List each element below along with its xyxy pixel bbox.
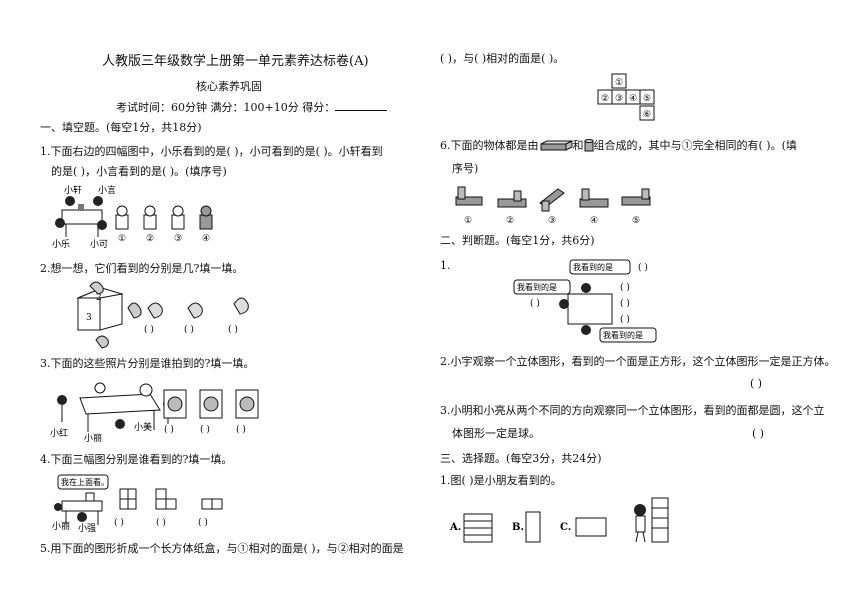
q1-figure: 小轩 小言 小可 小乐 ① ② ③ ④: [52, 184, 213, 250]
section1-heading: 一、填空题。(每空1分，共18分): [40, 121, 202, 134]
option-a-label: A.: [449, 522, 461, 533]
net-face-6: ⑥: [643, 110, 651, 120]
q4-blank-1: ( ): [114, 517, 124, 528]
q4-name-2: 小强: [78, 523, 96, 534]
choice-q1-figure: A. B. C.: [449, 497, 669, 543]
q2-blank-1: ( ): [144, 324, 154, 335]
q3-name-3: 小美: [134, 421, 152, 433]
q6-option-4: ④: [590, 216, 598, 226]
cube-face-front: 3: [86, 313, 92, 323]
q4-figure: 我在上面看。 小丽 小强 ( ) ( ) ( ): [52, 474, 223, 534]
q2-text: 2.想一想，它们看到的分别是几?填一填。: [40, 262, 244, 275]
cylinder-icon: [584, 139, 593, 152]
q1-option-3: ③: [174, 234, 182, 244]
judge-q2-blank[interactable]: ( ): [750, 377, 763, 390]
q6-text-line2: 序号): [452, 162, 479, 175]
judge-q1-number: 1.: [440, 259, 451, 272]
bubble-bottom: 我看到的是: [603, 330, 643, 340]
exam-info: 考试时间：60分钟 满分：100+10分 得分：: [116, 100, 388, 115]
section2-heading: 二、判断题。(每空1分，共6分): [440, 234, 595, 247]
section3-heading: 三、选择题。(每空3分，共24分): [440, 452, 602, 465]
score-blank[interactable]: [335, 100, 388, 111]
judge-blank-1: ( ): [638, 262, 648, 273]
judge-q1-figure: 我看到的是 ( ) 我看到的是 ( ) ( ) ( ) ( ) 我看到的是 ( …: [513, 259, 657, 343]
q6-text-line1: 6.下面的物体都是由和组合成的，其中与①完全相同的有( )。(填: [440, 139, 797, 152]
q4-speech-bubble: 我在上面看。: [61, 477, 109, 487]
q1-name-4: 小乐: [52, 238, 70, 250]
q4-blank-2: ( ): [156, 517, 166, 528]
bubble-left: 我看到的是: [517, 282, 557, 292]
q1-option-1: ①: [118, 234, 126, 244]
q4-blank-3: ( ): [198, 517, 208, 528]
q3-name-2: 小丽: [84, 433, 102, 444]
judge-q3-line2: 体图形一定是球。: [452, 427, 540, 440]
judge-blank-2: ( ): [530, 298, 540, 309]
q2-figure: 2 3 ( ) ( ) ( ): [76, 281, 249, 349]
net-face-3: ③: [615, 94, 623, 104]
q3-figure: 小红 小丽 小美 ( ) ( ) ( ): [50, 382, 259, 444]
q3-name-1: 小红: [50, 427, 68, 439]
q6-option-1: ①: [464, 216, 472, 226]
cube-face-top: 2: [96, 293, 102, 303]
q3-blank-2: ( ): [200, 424, 210, 435]
q3-text: 3.下面的这些照片分别是谁拍到的?填一填。: [40, 357, 255, 370]
judge-blank-4: ( ): [620, 298, 630, 309]
net-face-5: ⑤: [643, 94, 651, 104]
q5-text-line2: ( )，与( )相对的面是( )。: [440, 52, 565, 65]
bubble-top: 我看到的是: [573, 262, 613, 272]
q6-figure: ① ② ③ ④ ⑤: [455, 186, 651, 226]
q2-blank-3: ( ): [228, 324, 238, 335]
cuboid-icon: [540, 140, 572, 151]
q6-option-5: ⑤: [632, 216, 640, 226]
q3-blank-1: ( ): [164, 424, 174, 435]
net-face-2: ②: [601, 94, 609, 104]
q1-name-2: 小言: [98, 184, 116, 196]
q2-blank-2: ( ): [184, 324, 194, 335]
choice-q1-text: 1.图( )是小朋友看到的。: [440, 474, 562, 487]
q5-text-line1: 5.用下面的图形折成一个长方体纸盒，与①相对的面是( )，与②相对的面是: [40, 542, 404, 555]
q1-text-line2: 的是( )，小言看到的是( )。(填序号): [51, 165, 227, 178]
judge-q3-blank[interactable]: ( ): [752, 427, 765, 440]
judge-blank-5: ( ): [620, 314, 630, 325]
judge-q2-text: 2.小宇观察一个立体图形，看到的一个面是正方形，这个立体图形一定是正方体。: [440, 355, 836, 368]
judge-q3-line1: 3.小明和小亮从两个不同的方向观察同一个立体图形，看到的面都是圆，这个立: [440, 404, 825, 417]
judge-blank-3: ( ): [620, 282, 630, 293]
q4-text: 4.下面三幅图分别是谁看到的?填一填。: [40, 453, 233, 466]
q1-option-2: ②: [146, 234, 154, 244]
exam-title: 人教版三年级数学上册第一单元素养达标卷(A): [102, 54, 369, 69]
q1-text-line1: 1.下面右边的四幅图中，小乐看到的是( )，小可看到的是( )。小轩看到: [40, 145, 383, 158]
q1-name-1: 小轩: [64, 184, 82, 196]
q6-option-3: ③: [548, 216, 556, 226]
q4-name-1: 小丽: [52, 521, 70, 532]
option-b-label: B.: [512, 522, 524, 533]
q1-option-4: ④: [202, 234, 210, 244]
net-face-4: ④: [629, 94, 637, 104]
net-face-1: ①: [615, 78, 623, 88]
q1-name-3: 小可: [90, 239, 108, 250]
box-net: ① ② ③ ④ ⑤ ⑥: [597, 73, 655, 121]
q6-option-2: ②: [506, 216, 514, 226]
q3-blank-3: ( ): [236, 424, 246, 435]
exam-subtitle: 核心素养巩固: [196, 80, 262, 93]
option-c-label: C.: [560, 522, 571, 533]
